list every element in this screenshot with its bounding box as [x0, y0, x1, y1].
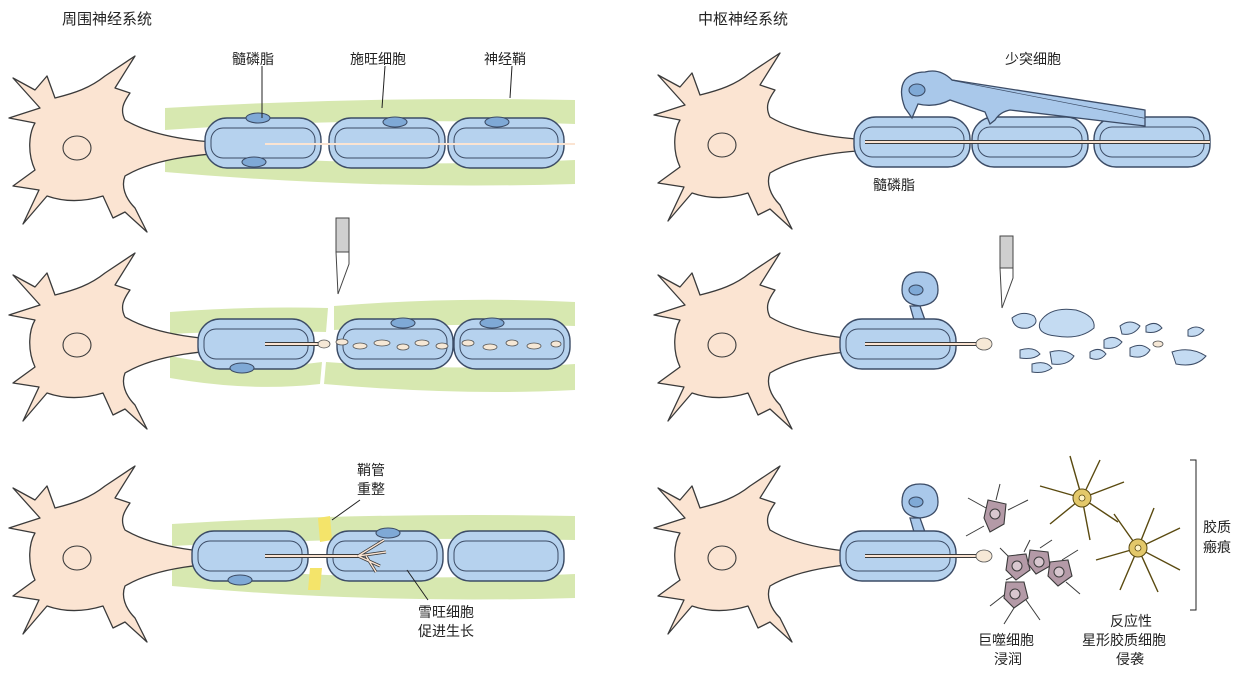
glial-scar-label: 胶质 [1203, 519, 1231, 536]
astrocyte-label: 反应性 [1110, 613, 1152, 630]
macrophage-label: 巨噬细胞 [978, 633, 1034, 649]
peripheral-nervous-system-title: 周围神经系统 [62, 10, 152, 28]
pns-regeneration-row [9, 466, 575, 642]
cns-cut-row [654, 253, 1206, 429]
neurilemma-label: 神经鞘 [484, 52, 526, 68]
schwann-growth-label: 雪旺细胞 [418, 605, 474, 621]
astrocyte-label-3: 侵袭 [1116, 651, 1144, 668]
pns-cut-row [9, 253, 575, 429]
cns-myelin-label: 髓磷脂 [873, 178, 915, 194]
schwann-nucleus-icon [246, 113, 270, 123]
glial-scar-label-2: 瘢痕 [1203, 539, 1231, 556]
schwann-growth-label-2: 促进生长 [418, 624, 474, 640]
astrocyte-label-2: 星形胶质细胞 [1082, 632, 1166, 649]
scalpel-icon-right [1000, 236, 1013, 308]
pns-intact-row [9, 56, 575, 232]
sheath-tube-label: 鞘管 [357, 463, 385, 479]
macrophage-label-2: 浸润 [994, 652, 1022, 668]
oligodendrocyte-label: 少突细胞 [1005, 52, 1061, 68]
central-nervous-system-title: 中枢神经系统 [698, 10, 788, 28]
myelin-label: 髓磷脂 [232, 52, 274, 68]
schwann-cell-label: 施旺细胞 [350, 52, 406, 68]
scalpel-icon [336, 218, 349, 294]
cns-intact-row [654, 53, 1210, 229]
sheath-tube-label-2: 重整 [357, 482, 385, 498]
